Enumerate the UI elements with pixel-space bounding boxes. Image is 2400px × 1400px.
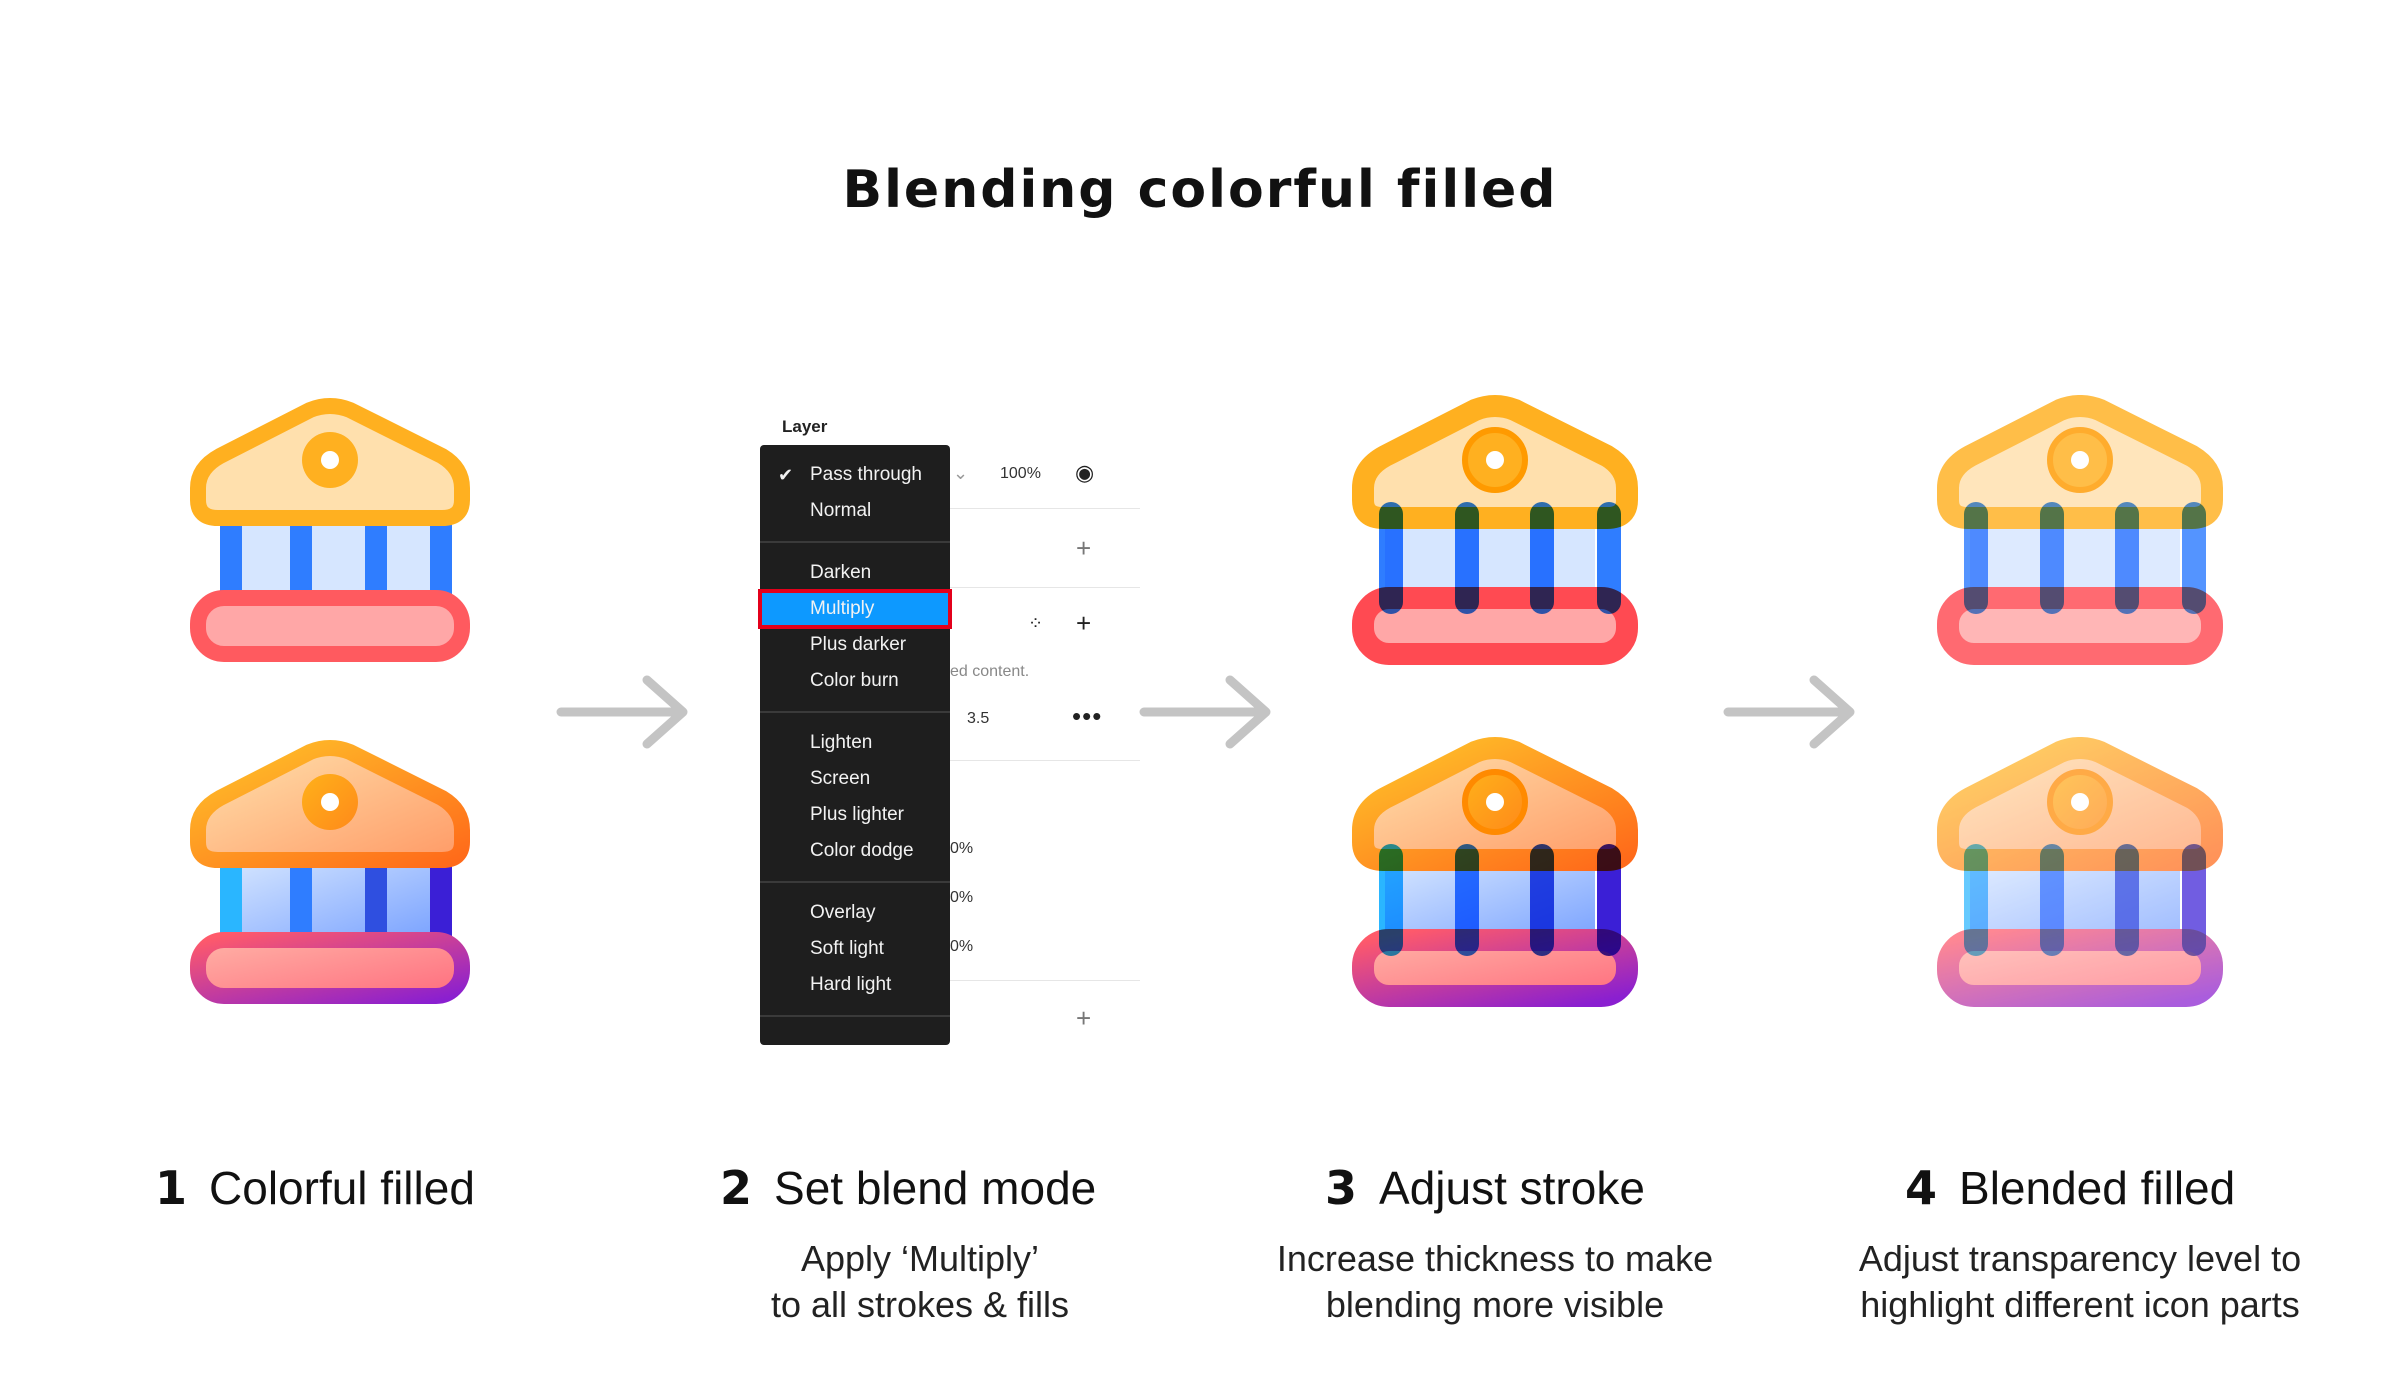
bank-icon bbox=[1345, 390, 1645, 690]
percent-value: 0% bbox=[950, 840, 974, 857]
arrow-right-icon bbox=[1138, 672, 1278, 752]
bank-icon bbox=[1345, 732, 1645, 1032]
arrow-right-icon bbox=[555, 672, 695, 752]
menu-item-label: Darken bbox=[810, 562, 872, 583]
description-line: to all strokes & fills bbox=[770, 1284, 1070, 1325]
bank-icon bbox=[180, 732, 480, 1032]
layer-label: Layer bbox=[782, 417, 828, 436]
menu-item-label: Pass through bbox=[810, 464, 922, 485]
menu-item-label: Plus darker bbox=[810, 634, 907, 655]
menu-item-label: Overlay bbox=[810, 902, 876, 923]
menu-divider bbox=[760, 1015, 950, 1017]
description-line: Increase thickness to make bbox=[1276, 1238, 1714, 1279]
step-title: Set blend mode bbox=[774, 1162, 1097, 1214]
menu-item-label: Screen bbox=[810, 768, 871, 789]
menu-item-color-burn[interactable]: Color burn bbox=[760, 663, 950, 699]
bank-icon bbox=[1930, 390, 2230, 690]
menu-item-lighten[interactable]: Lighten bbox=[760, 725, 950, 761]
eye-icon[interactable]: ◉ bbox=[1075, 460, 1095, 485]
bank-icon bbox=[180, 390, 480, 690]
menu-item-plus-lighter[interactable]: Plus lighter bbox=[760, 797, 950, 833]
description-line: Adjust transparency level to bbox=[1858, 1238, 2302, 1279]
step-2-description: Apply ‘Multiply’ to all strokes & fills bbox=[640, 1236, 1200, 1328]
step-number: 3 bbox=[1325, 1161, 1358, 1215]
plus-icon[interactable]: + bbox=[1076, 533, 1092, 563]
menu-item-label: Color dodge bbox=[810, 840, 914, 861]
menu-divider bbox=[760, 881, 950, 883]
panel-note: ed content. bbox=[950, 663, 1030, 680]
step-1-heading: 1 Colorful filled bbox=[155, 1158, 475, 1218]
description-line: highlight different icon parts bbox=[1860, 1284, 2300, 1325]
menu-item-normal[interactable]: Normal bbox=[760, 493, 950, 529]
layer-panel: Layer ⌄ 100% ◉ + ⁘ + ed content. 3.5 •••… bbox=[758, 405, 1140, 1045]
step-title: Colorful filled bbox=[209, 1162, 475, 1214]
plus-icon[interactable]: + bbox=[1076, 608, 1092, 638]
chevron-down-icon[interactable]: ⌄ bbox=[953, 463, 969, 483]
menu-item-screen[interactable]: Screen bbox=[760, 761, 950, 797]
menu-item-soft-light[interactable]: Soft light bbox=[760, 931, 950, 967]
plus-icon[interactable]: + bbox=[1076, 1003, 1092, 1033]
panel-divider bbox=[950, 760, 1140, 761]
menu-item-multiply[interactable]: Multiply bbox=[758, 589, 952, 629]
step-title: Blended filled bbox=[1959, 1162, 2236, 1214]
step-3-description: Increase thickness to make blending more… bbox=[1215, 1236, 1775, 1328]
step-2-heading: 2 Set blend mode bbox=[720, 1158, 1096, 1218]
bank-icon bbox=[1930, 732, 2230, 1032]
step-number: 4 bbox=[1905, 1161, 1938, 1215]
menu-item-label: Color burn bbox=[810, 670, 899, 691]
menu-item-label: Normal bbox=[810, 500, 872, 521]
step-number: 1 bbox=[155, 1161, 188, 1215]
grid-dots-icon[interactable]: ⁘ bbox=[1028, 613, 1044, 633]
arrow-right-icon bbox=[1722, 672, 1862, 752]
menu-item-label: Lighten bbox=[810, 732, 873, 753]
step-number: 2 bbox=[720, 1161, 753, 1215]
panel-divider bbox=[950, 587, 1140, 588]
stroke-value[interactable]: 3.5 bbox=[967, 710, 990, 727]
more-icon[interactable]: ••• bbox=[1072, 701, 1103, 731]
description-line: blending more visible bbox=[1325, 1284, 1665, 1325]
menu-divider bbox=[760, 541, 950, 543]
opacity-value[interactable]: 100% bbox=[1000, 465, 1041, 482]
menu-item-label: Plus lighter bbox=[810, 804, 904, 825]
menu-item-label: Hard light bbox=[810, 974, 892, 995]
step-3-heading: 3 Adjust stroke bbox=[1325, 1158, 1645, 1218]
menu-item-darken[interactable]: Darken bbox=[760, 555, 950, 591]
page-title: Blending colorful filled bbox=[842, 160, 1558, 220]
percent-value: 0% bbox=[950, 938, 974, 955]
step-4-heading: 4 Blended filled bbox=[1905, 1158, 2235, 1218]
panel-divider bbox=[950, 980, 1140, 981]
menu-item-plus-darker[interactable]: Plus darker bbox=[760, 627, 950, 663]
blend-mode-menu: ✔ Pass through Normal Darken Multiply Pl… bbox=[758, 445, 952, 1045]
menu-item-label: Multiply bbox=[810, 598, 875, 619]
panel-divider bbox=[950, 508, 1140, 509]
menu-divider bbox=[760, 711, 950, 713]
menu-item-hard-light[interactable]: Hard light bbox=[760, 967, 950, 1003]
description-line: Apply ‘Multiply’ bbox=[800, 1238, 1040, 1279]
menu-item-overlay[interactable]: Overlay bbox=[760, 895, 950, 931]
check-icon: ✔ bbox=[778, 465, 794, 485]
step-4-description: Adjust transparency level to highlight d… bbox=[1800, 1236, 2360, 1328]
menu-item-pass-through[interactable]: ✔ Pass through bbox=[760, 457, 950, 493]
step-title: Adjust stroke bbox=[1379, 1162, 1645, 1214]
menu-item-color-dodge[interactable]: Color dodge bbox=[760, 833, 950, 869]
menu-item-label: Soft light bbox=[810, 938, 884, 959]
percent-value: 0% bbox=[950, 889, 974, 906]
